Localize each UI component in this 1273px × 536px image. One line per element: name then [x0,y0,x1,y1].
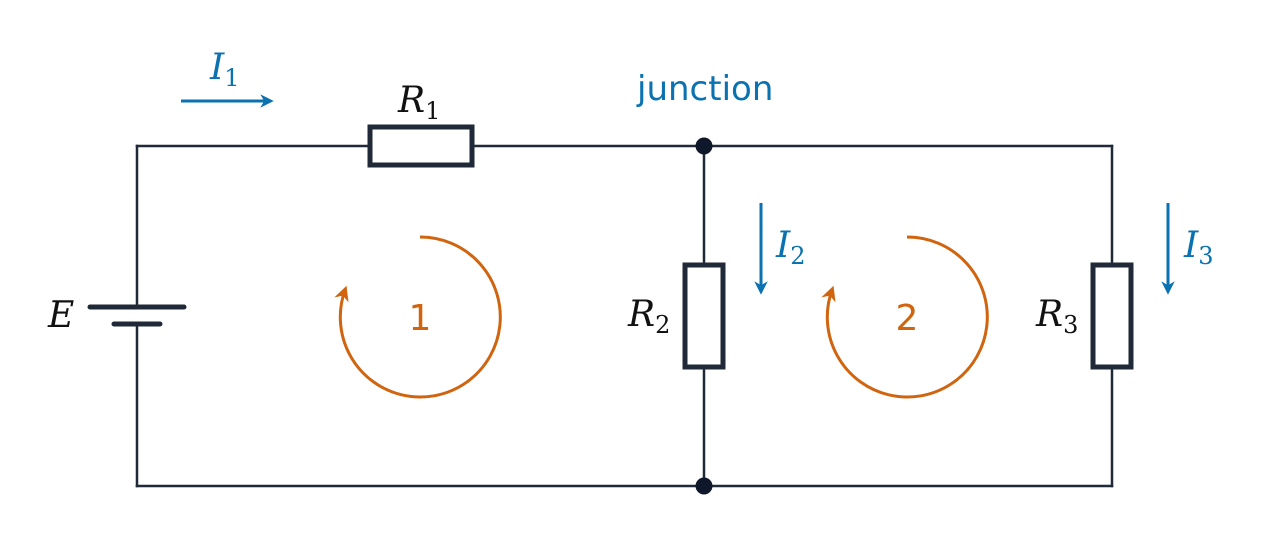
junction-node-top [695,137,713,155]
current-i3-symbol: I [1183,225,1199,266]
resistor-r3-label: R3 [1035,294,1078,339]
current-i1-subscript: 1 [224,64,239,92]
resistor-r1-label: R1 [397,80,440,125]
resistor-r3-symbol: R [1035,294,1063,335]
source-symbol: E [47,295,74,336]
loop-1-label: 1 [409,298,432,339]
current-i2-label: I2 [775,225,806,270]
wires [135,144,1114,488]
resistor-r2-symbol: R [627,294,655,335]
current-i2-subscript: 2 [790,242,805,270]
resistor-r1-symbol: R [397,80,425,121]
resistor-r3 [1090,262,1134,370]
loop-arc-1 [334,235,502,399]
current-i2-symbol: I [775,225,791,266]
loop-2-label: 2 [896,298,919,339]
junction-label: junction [636,69,773,109]
loop-arc-2 [821,235,989,399]
resistor-r2 [682,262,726,370]
junction-node-bottom [695,477,713,495]
resistor-r3-subscript: 3 [1063,311,1078,339]
source-label: E [47,295,74,336]
resistor-r1 [367,124,475,168]
resistor-r1-subscript: 1 [425,97,440,125]
current-i3-subscript: 3 [1198,242,1213,270]
current-i3-label: I3 [1183,225,1214,270]
resistor-r2-label: R2 [627,294,670,339]
battery [87,304,187,327]
resistor-r2-subscript: 2 [655,311,670,339]
current-i1-label: I1 [209,47,240,92]
current-i1-symbol: I [209,47,225,88]
